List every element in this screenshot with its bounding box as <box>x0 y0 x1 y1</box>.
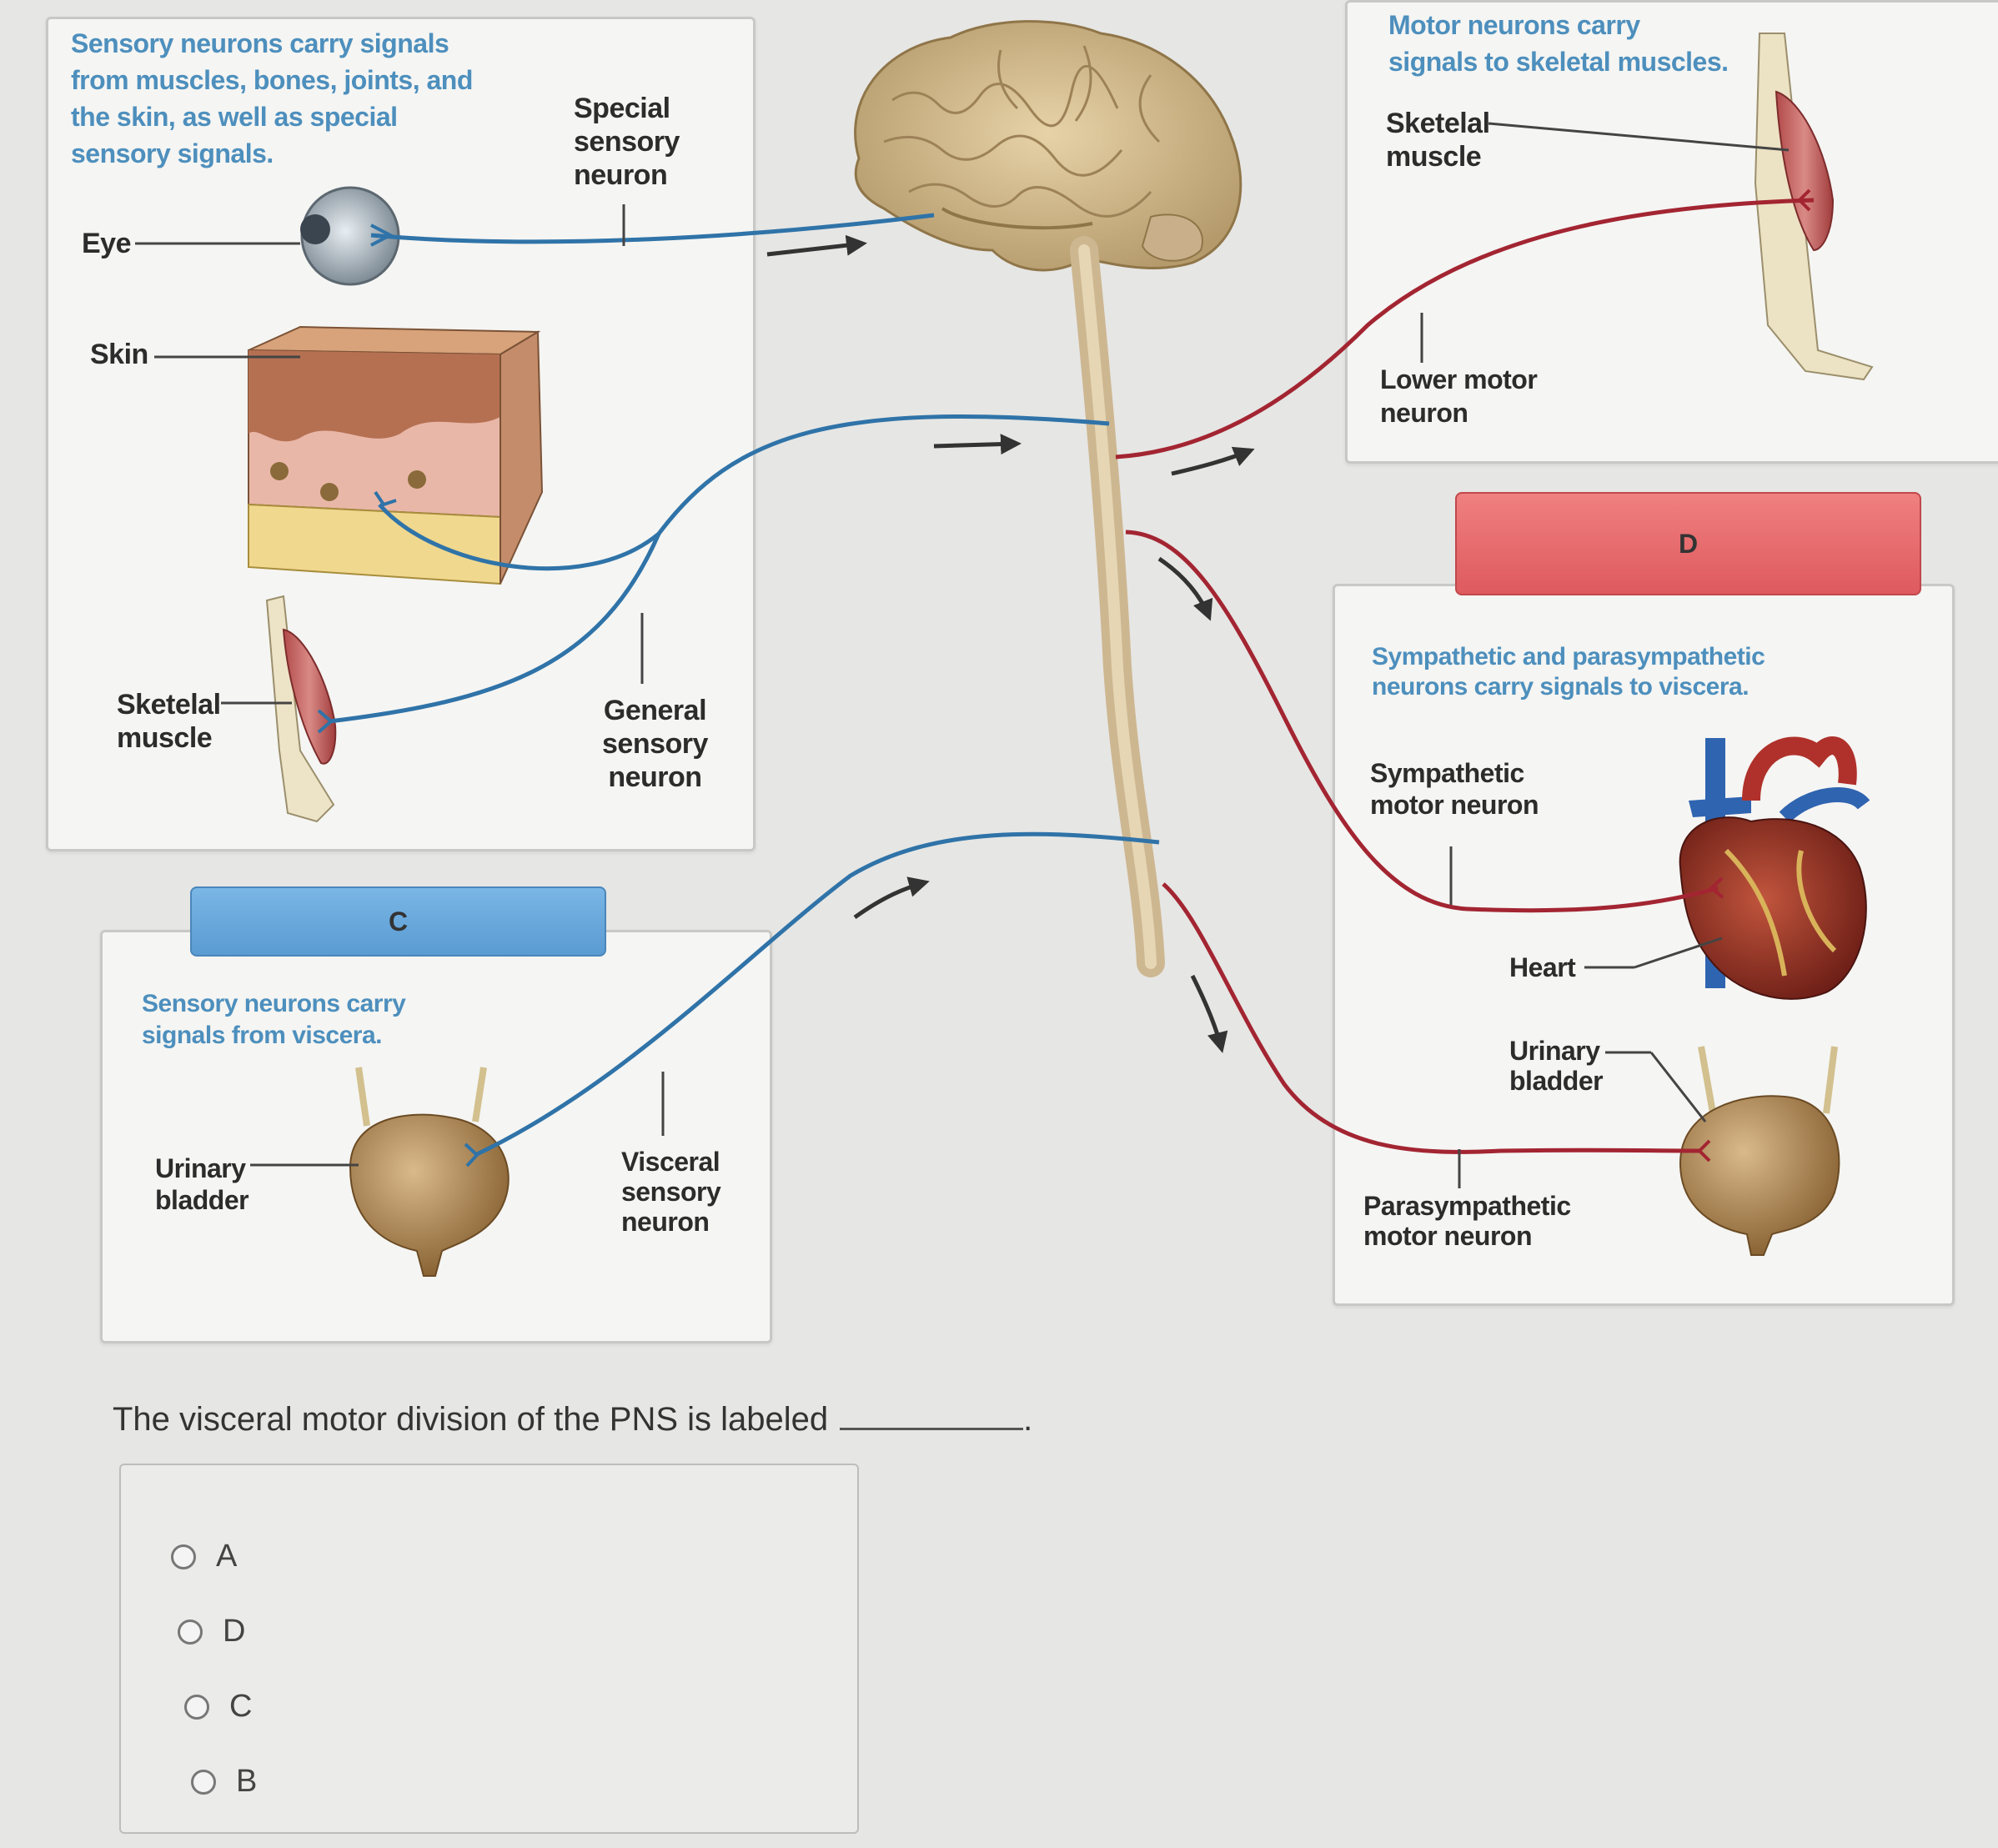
option-label: A <box>216 1539 238 1574</box>
radio-option-b[interactable] <box>191 1769 216 1795</box>
somatic-motor-panel <box>1345 0 1998 464</box>
label-skin: Skin <box>90 339 148 370</box>
label-skeletal-muscle-left: Sketelal muscle <box>117 689 221 754</box>
skeletal-muscle-right-illustration <box>1754 33 1874 381</box>
brain-illustration <box>854 20 1242 272</box>
sensory-nerve-endings <box>317 223 479 1168</box>
somatic-motor-intro: Motor neurons carry signals to skeletal … <box>1388 10 1729 77</box>
motor-nerves <box>1115 198 1815 1154</box>
label-heart: Heart <box>1509 952 1576 982</box>
radio-option-d[interactable] <box>178 1619 203 1645</box>
motor-nerve-endings <box>1697 188 1811 1163</box>
urinary-bladder-left-illustration <box>349 1067 510 1277</box>
option-c[interactable]: C <box>184 1689 252 1725</box>
skin-illustration <box>248 325 544 585</box>
heart-illustration <box>1679 736 1870 1000</box>
label-skeletal-muscle-right: Sketelal muscle <box>1386 108 1490 173</box>
option-d[interactable]: D <box>178 1614 245 1650</box>
option-label: B <box>236 1764 258 1799</box>
banner-d: D <box>1455 492 1921 595</box>
somatic-sensory-intro: Sensory neurons carry signals from muscl… <box>71 28 473 168</box>
option-label: C <box>229 1689 253 1724</box>
option-label: D <box>223 1614 246 1649</box>
label-urinary-bladder-left: Urinary bladder <box>155 1153 249 1215</box>
direction-arrows <box>766 234 1255 1053</box>
visceral-motor-intro: Sympathetic and parasympathetic neurons … <box>1372 643 1765 701</box>
radio-option-a[interactable] <box>171 1544 196 1569</box>
answer-blank <box>840 1419 1024 1430</box>
visceral-sensory-intro: Sensory neurons carry signals from visce… <box>142 990 406 1049</box>
label-urinary-bladder-right: Urinary bladder <box>1509 1036 1604 1096</box>
label-general-sensory-neuron: General sensory neuron <box>602 695 708 793</box>
option-b[interactable]: B <box>191 1764 257 1800</box>
label-parasympathetic-motor-neuron: Parasympathetic motor neuron <box>1363 1191 1571 1251</box>
question-prompt: The visceral motor division of the PNS i… <box>113 1401 1033 1438</box>
label-lower-motor-neuron: Lower motor neuron <box>1380 364 1538 428</box>
urinary-bladder-right-illustration <box>1679 1046 1840 1256</box>
answer-options: A D C B <box>119 1464 859 1834</box>
label-visceral-sensory-neuron: Visceral sensory neuron <box>621 1147 721 1237</box>
option-a[interactable]: A <box>171 1539 237 1574</box>
sensory-nerves <box>329 213 1160 1158</box>
radio-option-c[interactable] <box>184 1694 209 1720</box>
label-eye: Eye <box>82 228 132 259</box>
label-sympathetic-motor-neuron: Sympathetic motor neuron <box>1370 758 1539 820</box>
label-special-sensory-neuron: Special sensory neuron <box>574 93 680 191</box>
question-text: The visceral motor division of the PNS i… <box>113 1401 829 1438</box>
banner-c: C <box>190 886 606 957</box>
leader-lines <box>135 122 1790 1188</box>
skeletal-muscle-left-illustration <box>265 595 337 823</box>
